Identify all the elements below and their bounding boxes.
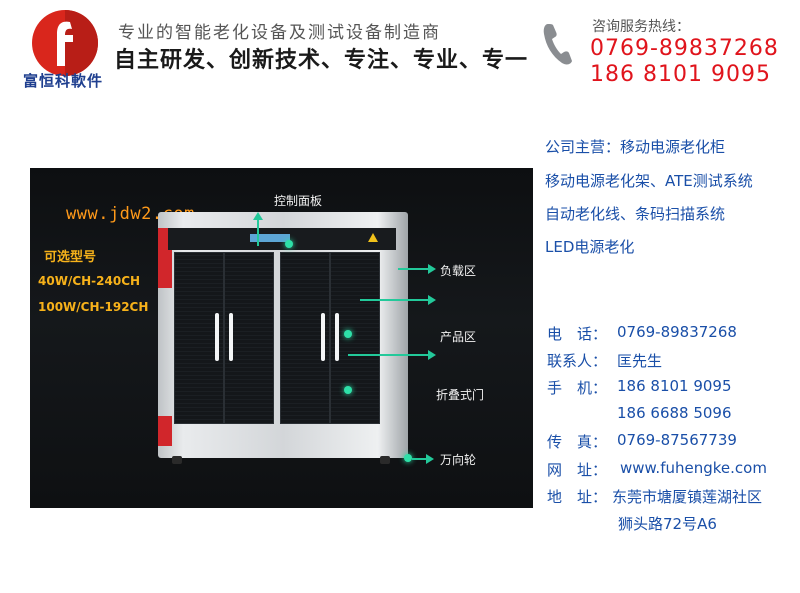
callout-dot	[404, 454, 412, 462]
mobile-value-2: 186 6688 5096	[617, 404, 732, 422]
arrow-up-icon	[253, 212, 263, 220]
callout-line	[412, 458, 428, 460]
fax-label: 传 真：	[547, 433, 608, 451]
person-value: 匡先生	[617, 352, 663, 370]
options-title: 可选型号	[44, 250, 97, 265]
callout-line	[398, 268, 430, 270]
arrow-right-icon	[428, 350, 436, 360]
slogan-line-1: 专业的智能老化设备及测试设备制造商	[118, 23, 441, 43]
cabinet-door	[174, 252, 224, 424]
address-label: 地 址：	[547, 488, 608, 506]
arrow-right-icon	[428, 264, 436, 274]
mobile-value-1: 186 8101 9095	[617, 377, 732, 395]
mobile-label: 手 机：	[547, 379, 608, 397]
cabinet-display	[250, 234, 290, 242]
hotline-number-1: 0769-89837268	[590, 36, 779, 61]
business-line-3: 自动老化线、条码扫描系统	[545, 205, 726, 223]
caster-wheel	[172, 456, 182, 464]
callout-dot	[344, 386, 352, 394]
cabinet-door	[224, 252, 274, 424]
product-image-panel: www.jdw2.com 可选型号 40W/CH-240CH 100W/CH-1…	[30, 168, 533, 508]
cabinet-control-panel	[168, 228, 396, 250]
caster-wheel	[380, 456, 390, 464]
hotline-number-2: 186 8101 9095	[590, 62, 771, 87]
callout-line	[348, 354, 430, 356]
business-line-1: 公司主营：移动电源老化柜	[545, 138, 726, 156]
hotline-label: 咨询服务热线：	[592, 19, 690, 35]
option-model-1: 40W/CH-240CH	[38, 274, 141, 288]
slogan-line-2: 自主研发、创新技术、专注、专业、专一	[114, 48, 529, 73]
callout-dot	[344, 330, 352, 338]
callout-caster: 万向轮	[440, 453, 477, 467]
business-line-2: 移动电源老化架、ATE测试系统	[545, 172, 753, 190]
door-handle	[229, 313, 233, 361]
door-handle	[335, 313, 339, 361]
website-label: 网 址：	[547, 461, 608, 479]
arrow-right-icon	[426, 454, 434, 464]
company-logo	[32, 10, 98, 76]
fax-value: 0769-87567739	[617, 431, 737, 449]
address-line-2: 狮头路72号A6	[618, 515, 717, 533]
cabinet-door	[330, 252, 380, 424]
phone-handset-icon	[543, 24, 572, 65]
option-model-2: 100W/CH-192CH	[38, 300, 149, 314]
arrow-right-icon	[428, 295, 436, 305]
phone-label: 电 话：	[547, 325, 608, 343]
logo-text: 富恒科軟件	[22, 72, 103, 90]
cabinet-red-trim-bottom	[158, 416, 172, 446]
callout-line	[257, 218, 259, 246]
callout-load-zone: 负载区	[440, 264, 477, 278]
callout-dot	[285, 240, 293, 248]
website-link[interactable]: www.fuhengke.com	[620, 459, 767, 477]
phone-value: 0769-89837268	[617, 323, 737, 341]
callout-control-panel: 控制面板	[274, 194, 323, 208]
business-line-4: LED电源老化	[545, 238, 635, 256]
cabinet-door	[280, 252, 330, 424]
warning-triangle-icon	[368, 233, 378, 242]
door-handle	[321, 313, 325, 361]
door-handle	[215, 313, 219, 361]
callout-line	[360, 299, 430, 301]
address-line-1: 东莞市塘厦镇莲湖社区	[612, 488, 763, 506]
callout-product-zone: 产品区	[440, 330, 477, 344]
person-label: 联系人：	[547, 352, 608, 370]
aging-cabinet-illustration	[158, 212, 408, 464]
callout-folding-door: 折叠式门	[436, 388, 485, 402]
